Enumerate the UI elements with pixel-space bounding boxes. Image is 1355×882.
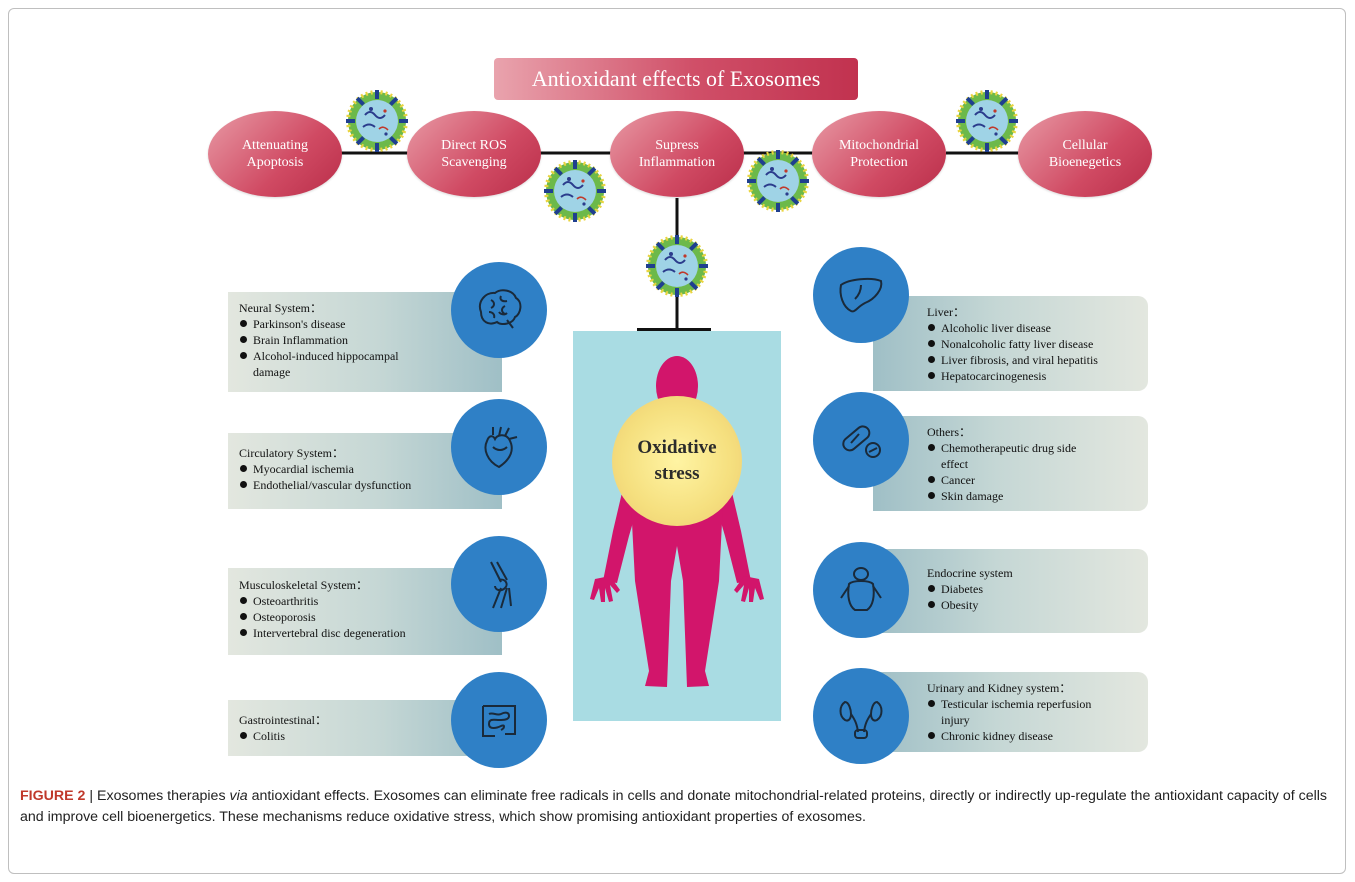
system-heading: Circulatory System： <box>239 446 344 460</box>
mechanism-supress-inflammation: Supress Inflammation <box>610 111 744 197</box>
disease-item: Osteoporosis <box>239 609 492 625</box>
exosome-icon-1 <box>344 88 410 154</box>
figure-frame <box>8 8 1346 874</box>
disease-item: Testicular ischemia reperfusion injury <box>927 696 1138 728</box>
system-heading: Urinary and Kidney system： <box>927 681 1072 695</box>
liver-icon <box>813 247 909 343</box>
mechanism-cellular-bioenegetics: Cellular Bioenegetics <box>1018 111 1152 197</box>
exosome-icon-2 <box>542 158 608 224</box>
kidney-icon <box>813 668 909 764</box>
caption-separator: | Exosomes therapies <box>85 788 230 804</box>
exosome-icon-4 <box>954 88 1020 154</box>
heart-icon <box>451 399 547 495</box>
disease-item: Colitis <box>239 728 492 744</box>
mechanism-label: Attenuating Apoptosis <box>241 138 309 170</box>
mechanism-attenuating-apoptosis: Attenuating Apoptosis <box>208 111 342 197</box>
disease-item: Myocardial ischemia <box>239 461 492 477</box>
exosome-icon-3 <box>745 148 811 214</box>
knee-joint-icon <box>451 536 547 632</box>
disease-item: Liver fibrosis, and viral hepatitis <box>927 352 1138 368</box>
exosome-icon-5 <box>644 233 710 299</box>
pill-icon <box>813 392 909 488</box>
disease-item: Skin damage <box>927 488 1138 504</box>
disease-item: Chronic kidney disease <box>927 728 1138 744</box>
figure-caption: FIGURE 2 | Exosomes therapies via antiox… <box>20 786 1336 828</box>
disease-item: Brain Inflammation <box>239 332 492 348</box>
disease-item: Cancer <box>927 472 1138 488</box>
oxidative-stress-circle: Oxidative stress <box>612 396 742 526</box>
figure-label: FIGURE 2 <box>20 788 86 804</box>
human-body-panel <box>573 331 781 721</box>
urinary-kidney-system-box: Urinary and Kidney system： Testicular is… <box>873 672 1148 752</box>
endocrine-system-box: Endocrine system Diabetes Obesity <box>873 549 1148 633</box>
endocrine-figure-icon <box>813 542 909 638</box>
disease-item: Obesity <box>927 597 1138 613</box>
system-heading: Liver： <box>927 305 965 319</box>
mechanism-direct-ros-scavenging: Direct ROS Scavenging <box>407 111 541 197</box>
others-box: Others： Chemotherapeutic drug side effec… <box>873 416 1148 511</box>
disease-item: Alcoholic liver disease <box>927 320 1138 336</box>
mechanism-mitochondrial-protection: Mitochondrial Protection <box>812 111 946 197</box>
mechanism-label: Direct ROS Scavenging <box>441 138 507 170</box>
diagram-canvas <box>340 88 1020 332</box>
system-heading: Musculoskeletal System： <box>239 578 368 592</box>
mechanism-label: Mitochondrial Protection <box>838 138 920 170</box>
brain-icon <box>451 262 547 358</box>
disease-item: Nonalcoholic fatty liver disease <box>927 336 1138 352</box>
disease-item: Endothelial/vascular dysfunction <box>239 477 492 493</box>
mechanism-label: Cellular Bioenegetics <box>1048 138 1122 170</box>
diagram-title: Antioxidant effects of Exosomes <box>494 58 858 100</box>
intestine-icon <box>451 672 547 768</box>
disease-item: Parkinson's disease <box>239 316 492 332</box>
mechanism-label: Supress Inflammation <box>638 138 716 170</box>
disease-item: Osteoarthritis <box>239 593 492 609</box>
caption-via: via <box>229 788 248 804</box>
system-heading: Gastrointestinal： <box>239 713 327 727</box>
oxidative-stress-label: Oxidative stress <box>637 437 717 484</box>
system-heading: Neural System： <box>239 301 322 315</box>
disease-item: Diabetes <box>927 581 1138 597</box>
disease-item: Alcohol-induced hippocampal damage <box>239 348 492 380</box>
disease-item: Hepatocarcinogenesis <box>927 368 1138 384</box>
system-heading: Endocrine system <box>927 566 1013 580</box>
liver-box: Liver： Alcoholic liver disease Nonalcoho… <box>873 296 1148 391</box>
system-heading: Others： <box>927 425 971 439</box>
disease-item: Intervertebral disc degeneration <box>239 625 492 641</box>
disease-item: Chemotherapeutic drug side effect <box>927 440 1138 472</box>
caption-text: antioxidant effects. Exosomes can elimin… <box>20 788 1327 825</box>
human-figure-icon <box>590 356 764 687</box>
